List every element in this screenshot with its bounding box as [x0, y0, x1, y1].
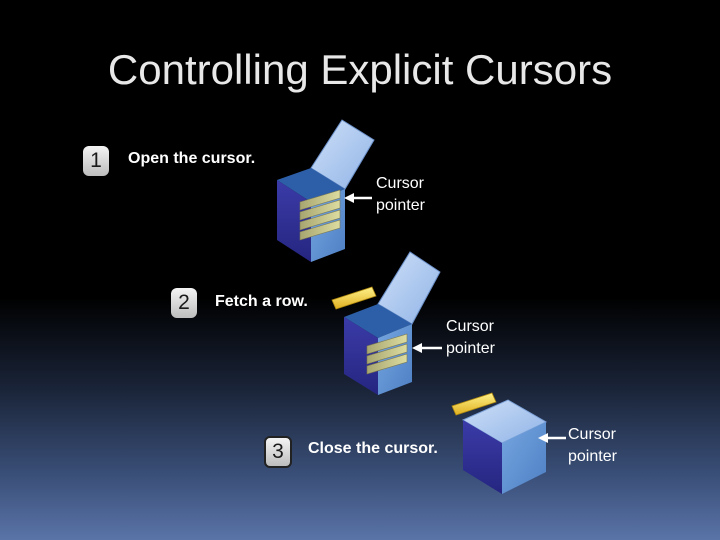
result-set-rows — [299, 189, 341, 241]
step-3-text: Close the cursor. — [308, 440, 438, 457]
step-2-text: Fetch a row. — [215, 293, 308, 310]
cursor-pointer-arrow-icon — [344, 193, 372, 203]
result-set-rows — [366, 333, 408, 375]
fetched-row-icon — [331, 286, 377, 310]
step-2-pointer-label-line2: pointer — [446, 340, 495, 357]
step-3-pointer-label-line2: pointer — [568, 448, 617, 465]
step-3-pointer-label-line1: Cursor — [568, 426, 617, 443]
step-1-pointer-label-line1: Cursor — [376, 175, 425, 192]
step-1-pointer-label-line2: pointer — [376, 197, 425, 214]
page-title: Controlling Explicit Cursors — [107, 46, 613, 93]
fetched-row-icon — [451, 392, 497, 416]
step-2-badge: 2 — [171, 288, 197, 318]
step-2-pointer-label-line1: Cursor — [446, 318, 495, 335]
fetch-cursor-box-icon — [331, 251, 442, 395]
step-3-pointer-label: Cursor pointer — [568, 424, 617, 468]
step-3-badge: 3 — [264, 436, 292, 468]
cursor-pointer-arrow-icon — [412, 343, 442, 353]
open-cursor-box-icon — [277, 119, 375, 262]
cursor-pointer-arrow-icon — [538, 433, 566, 443]
step-1-badge: 1 — [83, 146, 109, 176]
step-1-pointer-label: Cursor pointer — [376, 173, 425, 217]
closed-cursor-box-icon — [451, 392, 566, 494]
step-2-pointer-label: Cursor pointer — [446, 316, 495, 360]
step-1-text: Open the cursor. — [128, 150, 256, 167]
